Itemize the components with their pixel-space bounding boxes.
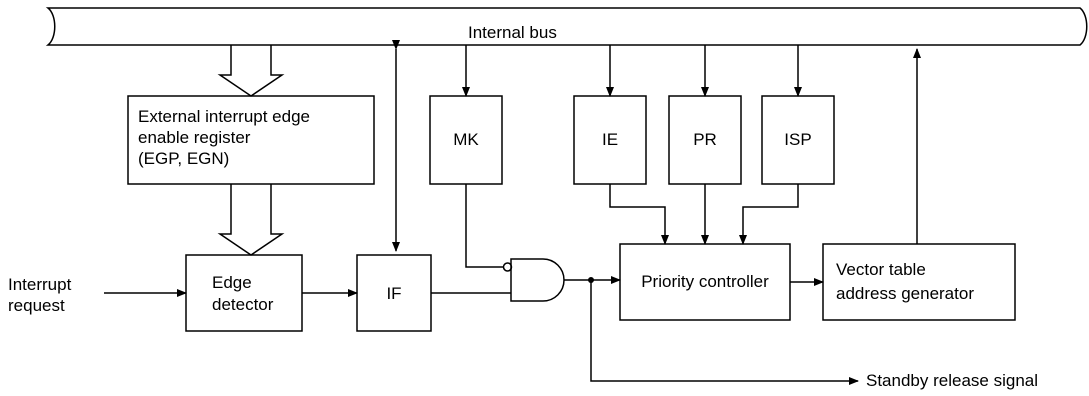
- vector-table-box: [822, 243, 1016, 321]
- interrupt-request-line1: Interrupt: [8, 275, 72, 294]
- edge-detector-line1: Edge: [212, 273, 252, 292]
- mk-label: MK: [453, 130, 479, 149]
- and-gate: [510, 258, 565, 302]
- bus-to-register-arrow: [217, 45, 285, 97]
- register-label-line3: (EGP, EGN): [138, 149, 230, 168]
- isp-label: ISP: [784, 130, 812, 149]
- internal-bus: [45, 7, 1088, 46]
- register-label-line1: External interrupt edge: [138, 107, 310, 126]
- pr-label: PR: [693, 130, 717, 149]
- priority-controller-label: Priority controller: [641, 272, 769, 291]
- edge-detector-box: [185, 254, 303, 332]
- interrupt-request-line2: request: [8, 296, 65, 315]
- standby-release-label: Standby release signal: [866, 371, 1039, 390]
- register-to-detector-arrow: [217, 184, 285, 256]
- vector-table-line2: address generator: [836, 284, 974, 303]
- if-label: IF: [386, 284, 402, 303]
- junction-dot: [588, 277, 594, 283]
- ie-label: IE: [601, 130, 619, 149]
- vector-table-line1: Vector table: [836, 260, 926, 279]
- edge-detector-line2: detector: [212, 295, 274, 314]
- register-label-line2: enable register: [138, 128, 251, 147]
- internal-bus-label: Internal bus: [468, 23, 557, 42]
